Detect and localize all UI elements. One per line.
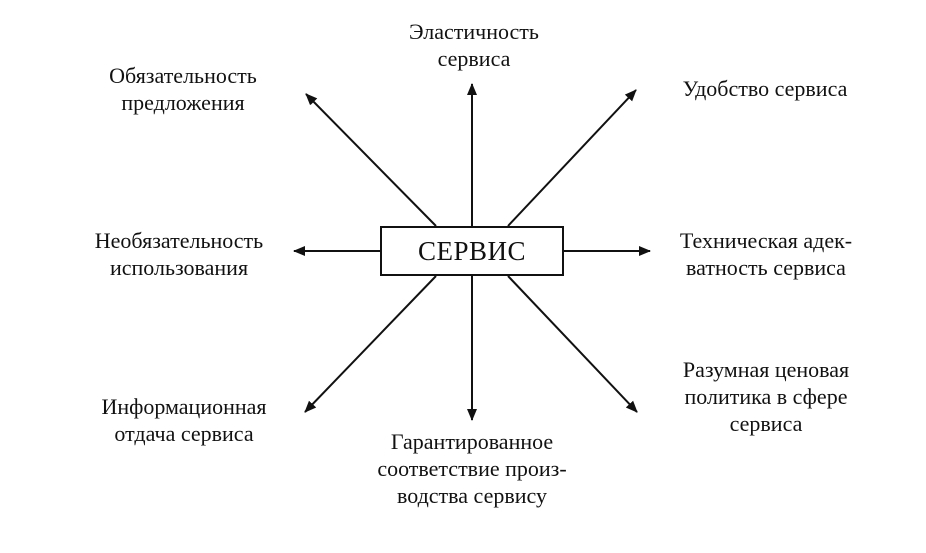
label-bottom-line-1: Гарантированное bbox=[390, 429, 554, 454]
label-bottom-left: Информационная отдача сервиса bbox=[72, 393, 296, 447]
label-bottom-right-line-1: Разумная ценовая bbox=[682, 357, 850, 382]
label-right: Техническая адек- ватность сервиса bbox=[648, 227, 884, 281]
center-box: СЕРВИС bbox=[380, 226, 564, 276]
center-label: СЕРВИС bbox=[417, 235, 527, 266]
label-top-left: Обязательность предложения bbox=[78, 62, 288, 116]
arrow-bottom-left bbox=[304, 275, 437, 413]
label-bottom-line-3: водства сервису bbox=[397, 483, 547, 508]
label-bottom-left-line-2: отдача сервиса bbox=[114, 421, 254, 446]
label-top: Эластичность сервиса bbox=[384, 18, 564, 72]
label-bottom-right-line-2: политика в сфере bbox=[684, 384, 848, 409]
label-top-left-line-2: предложения bbox=[121, 90, 245, 115]
label-top-line-2: сервиса bbox=[437, 46, 511, 71]
label-bottom-line-2: соответствие произ- bbox=[377, 456, 567, 481]
label-bottom: Гарантированное соответствие произ- водс… bbox=[344, 428, 600, 509]
arrow-top-right bbox=[507, 89, 637, 227]
label-left-line-1: Необязательность bbox=[94, 228, 264, 253]
label-top-line-1: Эластичность bbox=[409, 19, 539, 44]
label-right-line-2: ватность сервиса bbox=[686, 255, 846, 280]
arrow-top-left bbox=[305, 93, 437, 227]
label-top-left-line-1: Обязательность bbox=[109, 63, 257, 88]
label-bottom-left-line-1: Информационная bbox=[101, 394, 267, 419]
label-left-line-2: использования bbox=[109, 255, 249, 280]
label-bottom-right: Разумная ценовая политика в сфере сервис… bbox=[648, 356, 884, 437]
label-right-line-1: Техническая адек- bbox=[679, 228, 853, 253]
label-left: Необязательность использования bbox=[66, 227, 292, 281]
label-top-right: Удобство сервиса bbox=[650, 75, 880, 102]
arrow-bottom-right bbox=[507, 275, 638, 413]
label-top-right-line-1: Удобство сервиса bbox=[682, 76, 848, 101]
label-bottom-right-line-3: сервиса bbox=[729, 411, 803, 436]
